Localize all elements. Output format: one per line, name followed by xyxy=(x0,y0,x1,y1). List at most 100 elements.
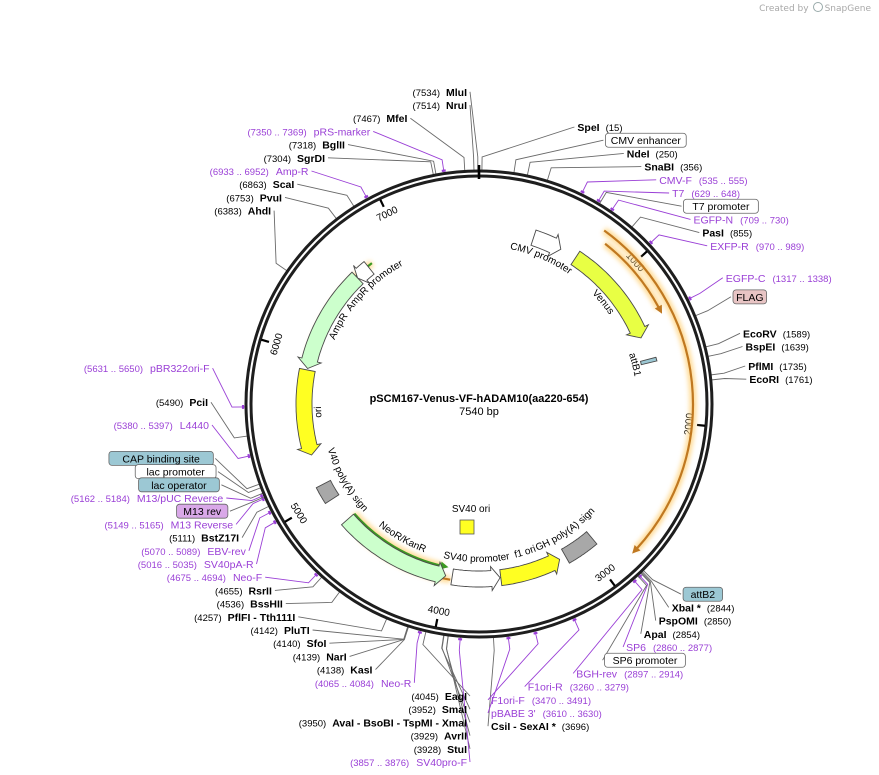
enzyme-mlui[interactable]: (7534)MluI xyxy=(413,87,468,99)
enzyme-smai[interactable]: (3952)SmaI xyxy=(408,704,467,716)
leader-line xyxy=(642,569,682,595)
enzyme-bsshii[interactable]: (4536)BssHII xyxy=(217,599,283,611)
feature-box xyxy=(683,198,759,214)
primer-egfp-n[interactable]: EGFP-N(709 .. 730) xyxy=(693,214,788,226)
primer-prs-marker[interactable]: (7350 .. 7369)pRS-marker xyxy=(247,126,370,138)
primer-sv40pa-r[interactable]: (5016 .. 5035)SV40pA-R xyxy=(138,559,254,571)
enzyme-stui[interactable]: (3928)StuI xyxy=(414,744,467,756)
scale-label: 5000 xyxy=(288,501,309,526)
enzyme-spei[interactable]: SpeI(15) xyxy=(577,122,622,134)
enzyme-label: (4536)BssHII xyxy=(217,599,283,611)
enzyme-name: EcoRI xyxy=(749,374,779,386)
primer-label: (7350 .. 7369)pRS-marker xyxy=(247,126,370,138)
enzyme-position: (6863) xyxy=(239,180,266,191)
primer-pbr322ori-f[interactable]: (5631 .. 5650)pBR322ori-F xyxy=(84,363,210,375)
enzyme-position: (7467) xyxy=(353,114,380,125)
primer-name: M13/pUC Reverse xyxy=(137,493,224,505)
enzyme-rsrii[interactable]: (4655)RsrII xyxy=(215,585,272,597)
enzyme-pflmi[interactable]: PflMI(1735) xyxy=(748,361,807,373)
enzyme-nari[interactable]: (4139)NarI xyxy=(293,651,347,663)
feature-box-lac-promoter[interactable]: lac promoter xyxy=(134,464,217,480)
enzyme-bstz17i[interactable]: (5111)BstZ17I xyxy=(169,533,239,545)
enzyme-pspomi[interactable]: PspOMI(2850) xyxy=(659,616,732,628)
enzyme-bspei[interactable]: BspEI(1639) xyxy=(746,342,809,354)
feature-box-label: T7 promoter xyxy=(692,201,750,213)
feature-shape xyxy=(560,531,598,564)
primer-range: (5149 .. 5165) xyxy=(105,520,164,531)
label-leader-lines xyxy=(210,91,747,763)
enzyme-name: BglII xyxy=(322,140,345,152)
enzyme-sgrdi[interactable]: (7304)SgrDI xyxy=(264,153,326,165)
primer-m13-puc-reverse[interactable]: (5162 .. 5184)M13/pUC Reverse xyxy=(71,493,224,505)
enzyme-snabi[interactable]: SnaBI(356) xyxy=(644,162,702,174)
primer-sp6[interactable]: SP6(2860 .. 2877) xyxy=(626,642,712,654)
enzyme-csii-sexai[interactable]: CsiI - SexAI *(3696) xyxy=(491,721,589,733)
enzyme-name: ScaI xyxy=(273,179,295,191)
primer-bgh-rev[interactable]: BGH-rev(2897 .. 2914) xyxy=(576,668,683,680)
enzyme-pflfi-tth111i[interactable]: (4257)PflFI - Tth111I xyxy=(194,612,295,624)
enzyme-mfei[interactable]: (7467)MfeI xyxy=(353,113,408,125)
enzyme-name: AvrII xyxy=(444,731,467,743)
primer-label: EGFP-N(709 .. 730) xyxy=(693,214,788,226)
leader-line xyxy=(298,616,388,632)
primer-neo-r[interactable]: (4065 .. 4084)Neo-R xyxy=(315,678,412,690)
primer-name: Amp-R xyxy=(276,166,309,178)
enzyme-bglii[interactable]: (7318) BglII xyxy=(289,140,345,152)
enzyme-position: (7318) xyxy=(289,141,316,152)
primer-exfp-r[interactable]: EXFP-R(970 .. 989) xyxy=(710,241,804,253)
primer-f1ori-r[interactable]: F1ori-R(3260 .. 3279) xyxy=(528,682,629,694)
primer-sv40pro-f[interactable]: (3857 .. 3876)SV40pro-F xyxy=(350,757,467,769)
primer-neo-f[interactable]: (4675 .. 4694)Neo-F xyxy=(167,572,262,584)
feature-box-flag[interactable]: FLAG xyxy=(732,289,768,305)
leader-line xyxy=(458,636,471,763)
enzyme-pluti[interactable]: (4142)PluTI xyxy=(251,625,310,637)
enzyme-pasi[interactable]: PasI(855) xyxy=(702,228,752,240)
primer-egfp-c[interactable]: EGFP-C(1317 .. 1338) xyxy=(726,273,832,285)
enzyme-ahdi[interactable]: (6383)AhdI xyxy=(214,206,271,218)
primer-m13-reverse[interactable]: (5149 .. 5165)M13 Reverse xyxy=(105,519,234,531)
enzyme-ecorv[interactable]: EcoRV(1589) xyxy=(743,328,810,340)
enzyme-avai-bsobi-tspmi-xmai[interactable]: (3950)AvaI - BsoBI - TspMI - XmaI xyxy=(299,717,467,729)
primer-l4440[interactable]: (5380 .. 5397)L4440 xyxy=(114,420,210,432)
feature-box-cap-binding-site[interactable]: CAP binding site xyxy=(108,450,214,466)
primer-label: (4675 .. 4694)Neo-F xyxy=(167,572,262,584)
primer-range: (5070 .. 5089) xyxy=(141,547,200,558)
leader-line xyxy=(311,170,368,200)
feature-box-m13-rev[interactable]: M13 rev xyxy=(176,503,229,519)
enzyme-label: NdeI(250) xyxy=(627,148,678,160)
enzyme-sfoi[interactable]: (4140)SfoI xyxy=(273,638,326,650)
primer-label: (3857 .. 3876)SV40pro-F xyxy=(350,757,467,769)
enzyme-xbai[interactable]: XbaI *(2844) xyxy=(672,602,735,614)
primer-f1ori-f[interactable]: F1ori-F(3470 .. 3491) xyxy=(491,695,591,707)
enzyme-scai[interactable]: (6863) ScaI xyxy=(239,179,294,191)
enzyme-position: (250) xyxy=(656,149,678,160)
enzyme-pcii[interactable]: (5490)PciI xyxy=(156,397,208,409)
primer-pbabe-3[interactable]: pBABE 3'(3610 .. 3630) xyxy=(491,708,602,720)
feature-label: bGH poly(A) signal xyxy=(0,0,597,554)
leader-line xyxy=(211,424,252,460)
primer-amp-r[interactable]: (6933 .. 6952)Amp-R xyxy=(210,166,309,178)
enzyme-ndei[interactable]: NdeI(250) xyxy=(627,148,678,160)
enzyme-nrui[interactable]: (7514)NruI xyxy=(413,100,468,112)
primer-name: T7 xyxy=(672,188,684,200)
feature-box-t7-promoter[interactable]: T7 promoter xyxy=(683,198,759,214)
enzyme-eagi[interactable]: (4045)EagI xyxy=(411,691,467,703)
feature-box-cmv-enhancer[interactable]: CMV enhancer xyxy=(605,132,687,148)
feature-box-attb2[interactable]: attB2 xyxy=(682,586,723,602)
enzyme-kasi[interactable]: (4138)KasI xyxy=(317,665,373,677)
primer-cmv-f[interactable]: CMV-F(535 .. 555) xyxy=(659,175,747,187)
enzyme-pvui[interactable]: (6753)PvuI xyxy=(226,192,282,204)
enzyme-label: (6863) ScaI xyxy=(239,179,294,191)
scale-tick xyxy=(284,516,293,523)
primer-t7[interactable]: T7(629 .. 648) xyxy=(672,188,740,200)
enzyme-avrii[interactable]: (3929)AvrII xyxy=(411,731,468,743)
primer-name: pRS-marker xyxy=(314,126,371,138)
primer-ebv-rev[interactable]: (5070 .. 5089)EBV-rev xyxy=(141,546,246,558)
feature-box-sp6-promoter[interactable]: SP6 promoter xyxy=(604,652,686,668)
feature-box-lac-operator[interactable]: lac operator xyxy=(138,477,220,493)
primer-label: (5380 .. 5397)L4440 xyxy=(114,420,210,432)
enzyme-ecori[interactable]: EcoRI(1761) xyxy=(749,374,812,386)
enzyme-position: (2854) xyxy=(673,630,700,641)
enzyme-apai[interactable]: ApaI(2854) xyxy=(644,629,700,641)
